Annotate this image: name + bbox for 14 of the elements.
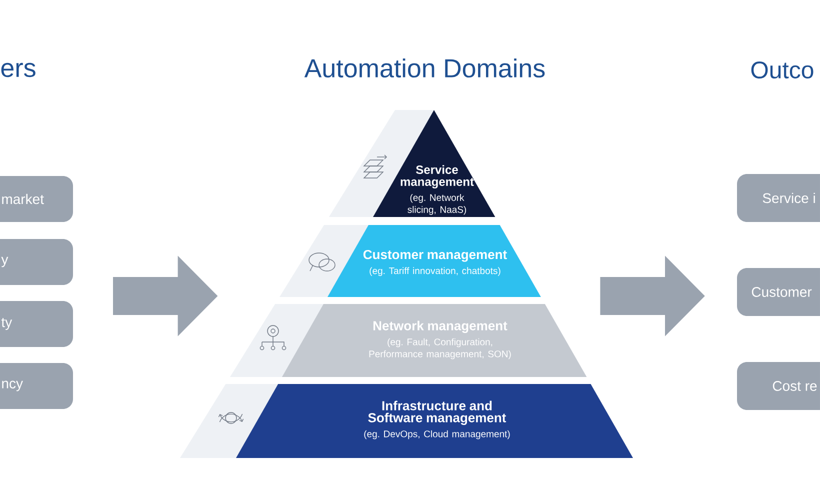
driver-box: market	[0, 176, 73, 222]
outcome-box: Cost re	[737, 362, 820, 410]
heading: Outco	[751, 62, 814, 78]
driver-box: ncy	[0, 362, 73, 409]
heading: Automation Domains	[304, 58, 545, 78]
outcome-box: Customer	[737, 268, 820, 316]
driver-box: y	[0, 239, 73, 285]
pyramid-tier: Service management (eg. Network slicing, NaaS)	[373, 110, 496, 217]
pyramid-tier: Network management (eg. Fault, Configuration, Performance management, SON)	[282, 304, 587, 377]
pyramid-tier: Infrastructure and Software management (eg. DevOps, Cloud management)	[236, 384, 633, 458]
driver-box: ty	[0, 300, 73, 347]
outcome-box: Service i	[737, 174, 820, 222]
heading: ers	[1, 62, 36, 78]
pyramid-tier: Customer management (eg. Tariff innovation, chatbots)	[328, 224, 541, 297]
